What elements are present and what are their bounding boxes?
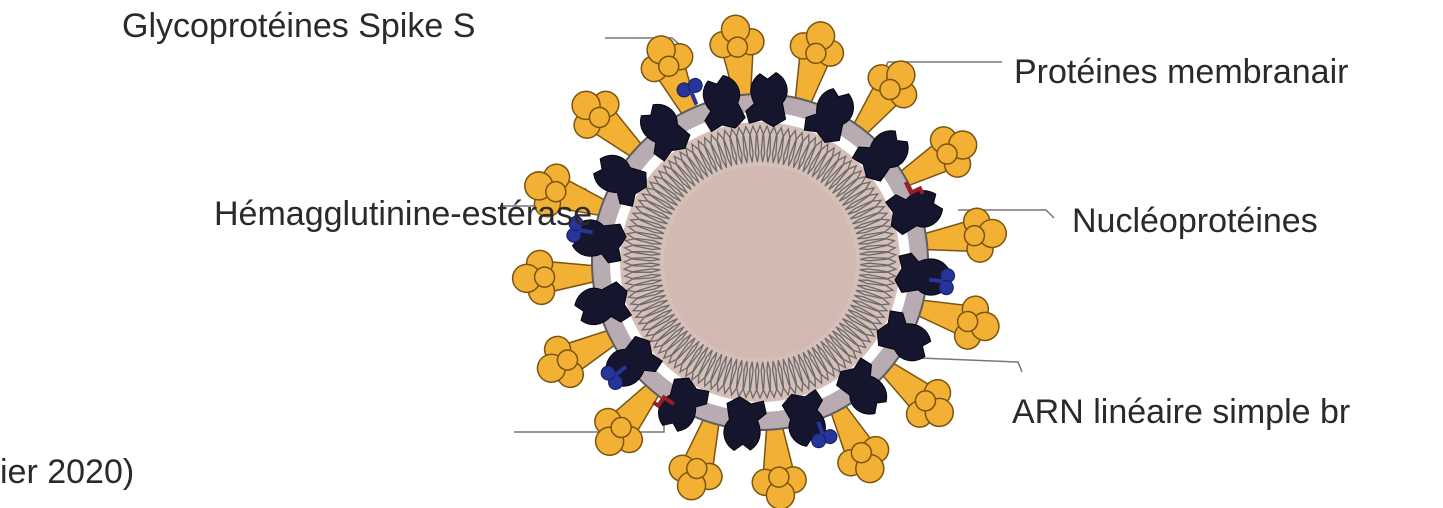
virus-particle — [511, 13, 1010, 508]
label-nucleoproteins: Nucléoprotéines — [1072, 201, 1318, 241]
label-membrane-proteins: Protéines membranair — [1014, 52, 1348, 92]
label-hemagglutinin-esterase: Hémagglutinine-estérase — [214, 194, 592, 234]
caption-date-fragment: ier 2020) — [0, 452, 134, 492]
label-linear-rna: ARN linéaire simple br — [1012, 392, 1350, 432]
label-spike-glycoproteins: Glycoprotéines Spike S — [122, 6, 475, 46]
virus-core — [664, 166, 856, 358]
